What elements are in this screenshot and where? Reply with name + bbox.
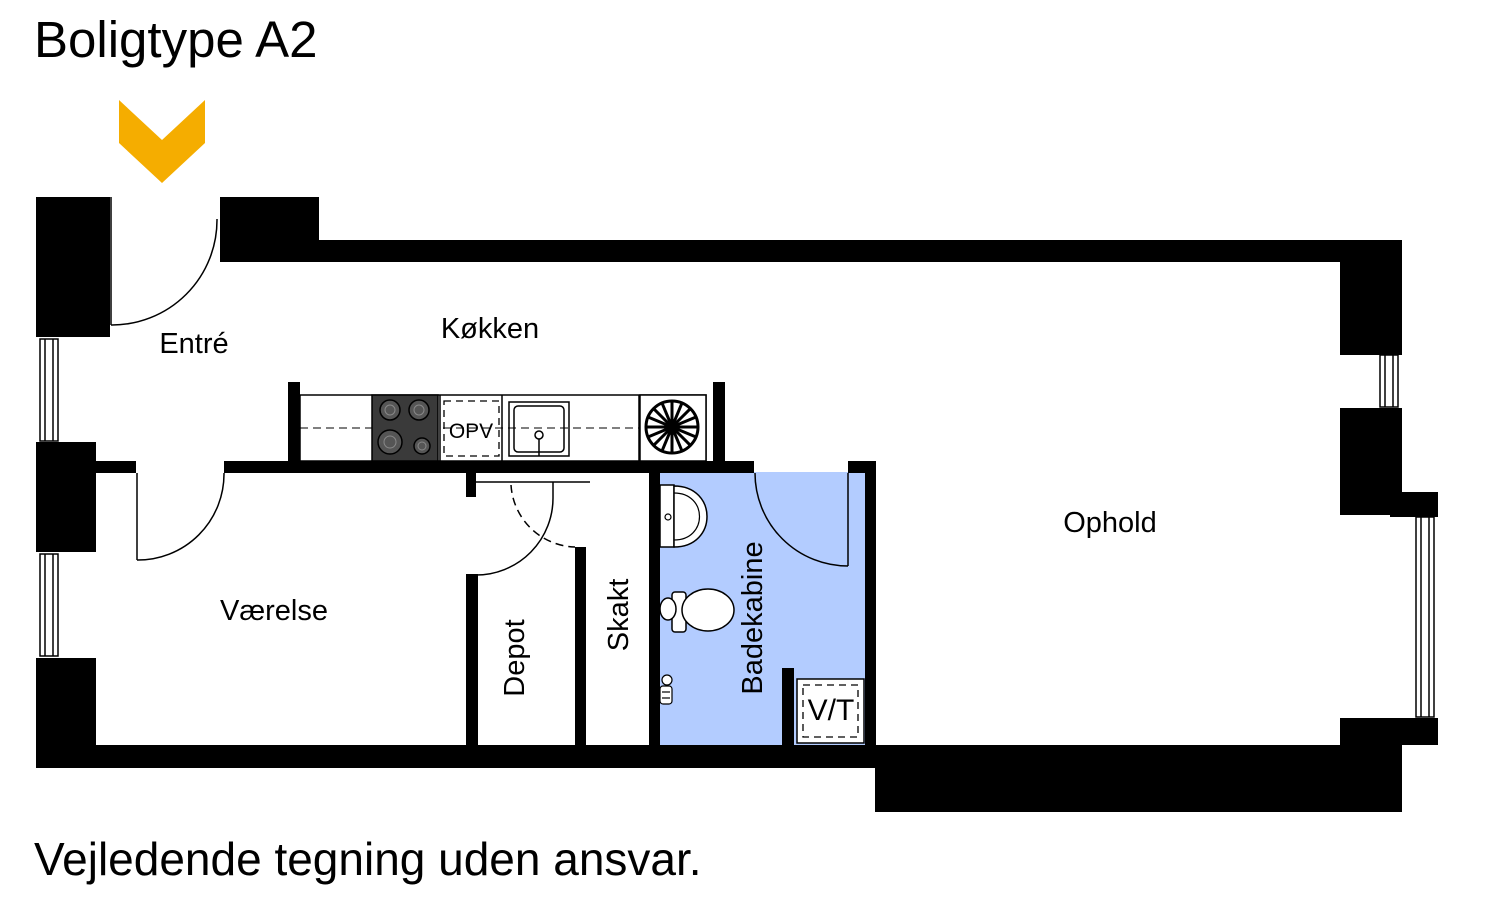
door-entry-swing bbox=[110, 218, 218, 326]
room-label-kokken: Køkken bbox=[441, 313, 539, 345]
door-bath-swing bbox=[754, 472, 849, 567]
windows bbox=[39, 338, 1435, 718]
plan-title: Boligtype A2 bbox=[34, 11, 318, 68]
kitchen-sink-icon bbox=[508, 401, 570, 457]
disclaimer-text: Vejledende tegning uden ansvar. bbox=[34, 833, 702, 885]
interior-walls bbox=[96, 382, 876, 745]
washer-dryer-label: V/T bbox=[808, 694, 855, 727]
room-label-ophold: Ophold bbox=[1063, 507, 1157, 539]
door-skakt-swing bbox=[510, 484, 576, 548]
dishwasher-outline bbox=[443, 400, 500, 457]
shower-icon bbox=[659, 674, 673, 705]
window-ophold-upper bbox=[1379, 354, 1399, 408]
window-vaerelse bbox=[39, 553, 59, 657]
doors bbox=[110, 197, 849, 576]
ventilation-fan-icon bbox=[639, 394, 707, 462]
room-label-depot: Depot bbox=[499, 619, 531, 696]
room-label-entre: Entré bbox=[159, 328, 228, 360]
stove-icon bbox=[371, 394, 439, 462]
outer-walls bbox=[36, 197, 1438, 812]
washbasin-icon bbox=[659, 484, 708, 548]
washer-dryer-dashed bbox=[802, 684, 859, 738]
dishwasher-label: OPV bbox=[449, 420, 493, 443]
door-vaerelse-swing bbox=[136, 472, 225, 561]
entry-arrow-icon bbox=[119, 100, 205, 183]
washer-dryer-box bbox=[796, 678, 865, 744]
room-label-skakt: Skakt bbox=[603, 579, 635, 652]
window-entre bbox=[39, 338, 59, 442]
window-ophold-lower bbox=[1415, 516, 1435, 718]
room-label-badekabine: Badekabine bbox=[737, 541, 769, 694]
room-label-vaerelse: Værelse bbox=[220, 595, 328, 627]
door-depot-swing bbox=[475, 496, 554, 576]
toilet-icon bbox=[659, 588, 735, 633]
